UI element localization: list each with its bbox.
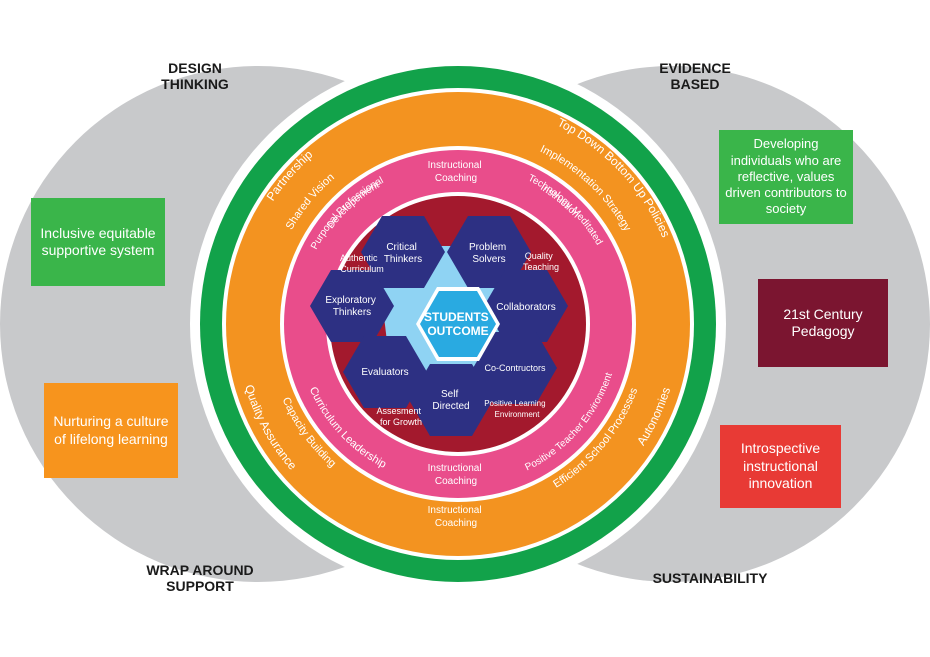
heading-evidence-based: EVIDENCE BASED xyxy=(659,60,731,93)
svg-text:Quality Teaching: Quality Teaching xyxy=(523,251,559,272)
quality-teaching-line2: Teaching xyxy=(523,262,559,272)
heading-sustainability: SUSTAINABILITY xyxy=(652,570,768,586)
hex-collaborators-label: Collaborators xyxy=(496,302,555,313)
svg-text:STUDENTS OUTCOME: STUDENTS OUTCOME xyxy=(424,310,492,338)
svg-text:Problem Solvers: Problem Solvers xyxy=(469,242,509,265)
positive-learning-line2: Environment xyxy=(495,410,541,419)
box-introspective: Introspective instructional innovation xyxy=(720,425,841,508)
hex-problem-line1: Problem xyxy=(469,242,506,253)
hexagon-co-contructors xyxy=(473,332,557,404)
hex-self-line2: Directed xyxy=(432,401,469,412)
box-nurturing: Nurturing a culture of lifelong learning xyxy=(44,383,178,478)
orange-coaching-line1: Instructional xyxy=(428,505,482,516)
pink-coaching-bottom-line1: Instructional xyxy=(428,463,482,474)
svg-text:Positive Learning Environm: Positive Learning Environment xyxy=(484,399,548,419)
positive-learning-line1: Positive Learning xyxy=(484,399,545,408)
hexagon-evaluators xyxy=(343,336,427,408)
heading-design-thinking: DESIGN THINKING xyxy=(161,60,229,93)
hexagon-critical-thinkers xyxy=(361,216,445,288)
hex-self-line1: Self xyxy=(441,389,458,400)
pink-coaching-top-line2: Coaching xyxy=(435,173,477,184)
hex-exploratory-line2: Thinkers xyxy=(333,307,371,318)
heading-wrap-around-support: WRAP AROUND SUPPORT xyxy=(146,562,254,595)
hexagon-exploratory-thinkers xyxy=(310,270,394,342)
hexagon-students-outcome xyxy=(416,287,500,361)
authentic-line2: Curriculum xyxy=(340,264,384,274)
assesment-line2: for Growth xyxy=(380,417,422,427)
hex-problem-line2: Solvers xyxy=(472,254,505,265)
svg-text:Self Directed: Self Directed xyxy=(432,389,469,412)
hex-exploratory-line1: Exploratory xyxy=(325,295,376,306)
svg-text:Authentic Curriculum: Authentic Curriculum xyxy=(340,253,384,274)
authentic-line1: Authentic xyxy=(340,253,378,263)
center-line2: OUTCOME xyxy=(427,324,488,338)
hex-evaluators-label: Evaluators xyxy=(361,367,408,378)
box-inclusive: Inclusive equitable supportive system xyxy=(31,198,165,286)
assesment-line1: Assesment xyxy=(376,406,421,416)
svg-text:Assesment for Growth: Assesment for Growth xyxy=(376,406,423,427)
center-line1: STUDENTS xyxy=(424,310,489,324)
hex-critical-line2: Thinkers xyxy=(384,254,422,265)
quality-teaching-line1: Quality xyxy=(525,251,554,261)
hex-co-contructors-label: Co-Contructors xyxy=(484,363,546,373)
pink-coaching-bottom-line2: Coaching xyxy=(435,476,477,487)
box-developing: Developing individuals who are reflectiv… xyxy=(719,130,853,224)
svg-text:Exploratory Thinkers: Exploratory Thinkers xyxy=(325,295,378,318)
hexagon-collaborators xyxy=(484,270,568,342)
box-21st-century-pedagogy: 21st Century Pedagogy xyxy=(758,279,888,367)
svg-text:Critical Thinkers: Critical Thinkers xyxy=(384,242,422,265)
svg-text:Instructional Coaching: Instructional Coaching xyxy=(428,505,485,529)
orange-coaching-line2: Coaching xyxy=(435,518,477,529)
pink-coaching-top-line1: Instructional xyxy=(428,160,482,171)
hexagon-self-directed xyxy=(409,364,493,436)
svg-text:Instructional Coaching: Instructional Coaching xyxy=(428,160,485,184)
svg-text:Instructional Coaching: Instructional Coaching xyxy=(428,463,485,487)
hex-critical-line1: Critical xyxy=(386,242,417,253)
